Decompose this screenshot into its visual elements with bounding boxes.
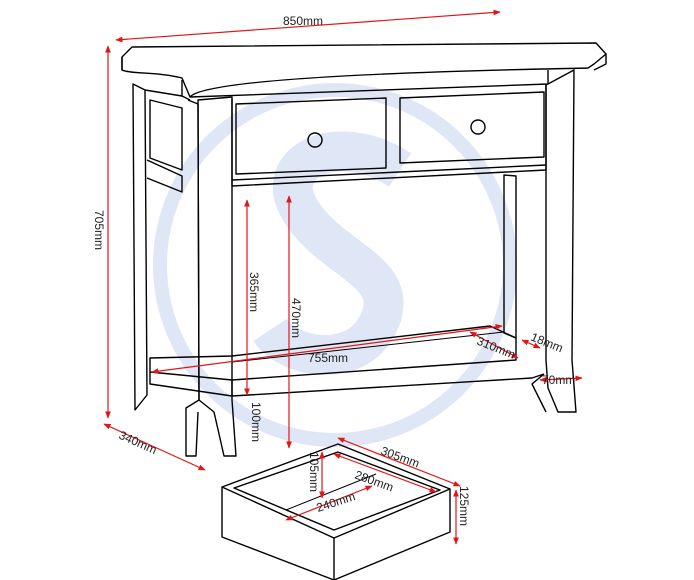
drawer-left-knob bbox=[307, 132, 323, 148]
dimension-lines bbox=[103, 9, 583, 545]
dim-drawer-inner-depth-label: 240mm bbox=[315, 489, 357, 515]
dim-shelf-height-label: 100mm bbox=[249, 402, 263, 442]
drawer-left bbox=[235, 97, 387, 175]
front-right-leg bbox=[545, 69, 577, 413]
watermark-logo bbox=[153, 83, 517, 447]
dim-depth-label: 340mm bbox=[117, 428, 159, 457]
dim-clearance-top-label: 470mm bbox=[289, 298, 303, 338]
back-left-leg bbox=[132, 83, 148, 411]
dim-side-rail-label: 18mm bbox=[529, 330, 565, 355]
dim-drawer-outer-width-label: 305mm bbox=[379, 444, 421, 471]
dim-leg-label: 70mm bbox=[542, 373, 575, 387]
dim-height-label: 705mm bbox=[92, 210, 106, 250]
table-top bbox=[121, 42, 607, 98]
dim-drawer-outer-height-label: 125mm bbox=[457, 486, 471, 526]
drawer-right-knob bbox=[470, 119, 486, 135]
dim-clearance-drawer-label: 365mm bbox=[247, 272, 261, 312]
dim-shelf-width-label: 755mm bbox=[308, 351, 348, 365]
dim-width-label: 850mm bbox=[283, 14, 323, 28]
dim-drawer-inner-height-label: 105mm bbox=[307, 452, 321, 492]
drawer-right bbox=[399, 91, 545, 164]
